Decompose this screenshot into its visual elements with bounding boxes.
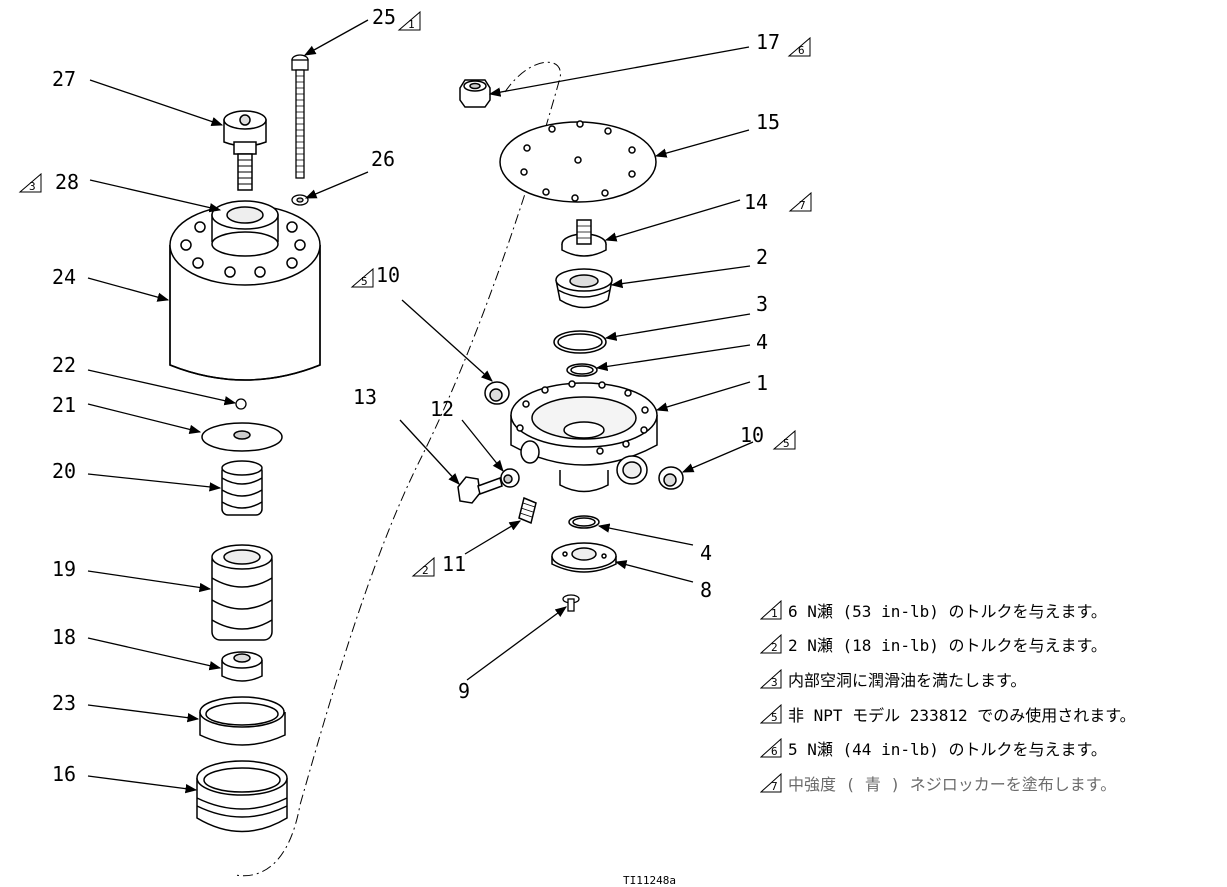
warning-mark-10-left: 5	[350, 267, 374, 288]
note-6: 6 5 N瀬 (44 in-lb) のトルクを与えます。	[760, 735, 1107, 761]
part-fitting-10-left	[484, 381, 510, 405]
svg-text:7: 7	[799, 199, 806, 212]
warning-triangle-icon: 2	[760, 634, 782, 654]
part-button-18	[221, 651, 263, 682]
note-3: 3 内部空洞に潤滑油を満たします。	[760, 666, 1026, 692]
part-inner-spring-20	[221, 460, 263, 516]
note-7: 7 中強度 ( 青 ) ネジロッカーを塗布します。	[760, 770, 1116, 796]
warning-mark-25: 1	[397, 10, 421, 31]
note-text: 中強度 ( 青 ) ネジロッカーを塗布します。	[788, 775, 1117, 794]
part-outer-spring-19	[211, 544, 273, 641]
part-diaphragm-15	[499, 120, 657, 203]
part-long-screw-25	[291, 54, 309, 179]
part-valve-2	[555, 268, 613, 309]
part-bushing-12	[500, 468, 520, 488]
svg-text:5: 5	[771, 711, 778, 724]
part-bolt-13	[457, 476, 503, 504]
note-1: 1 6 N瀬 (53 in-lb) のトルクを与えます。	[760, 597, 1107, 623]
svg-text:2: 2	[771, 641, 778, 654]
label-27: 28	[55, 170, 79, 194]
part-bottom-cap-16	[196, 760, 288, 833]
label-3: 3	[756, 292, 768, 316]
note-text: 5 N瀬 (44 in-lb) のトルクを与えます。	[788, 740, 1107, 759]
label-19: 19	[52, 557, 76, 581]
warning-triangle-icon: 3	[760, 669, 782, 689]
part-o-ring-4-lower	[568, 515, 600, 529]
warning-mark-11: 2	[411, 556, 435, 577]
svg-text:1: 1	[771, 607, 778, 620]
part-spring-housing-24	[169, 200, 321, 381]
label-2: 2	[756, 245, 768, 269]
part-ball-22	[235, 398, 247, 410]
label-21: 21	[52, 393, 76, 417]
label-26: 26	[371, 147, 395, 171]
label-23: 23	[52, 691, 76, 715]
label-17: 17	[756, 30, 780, 54]
label-10-right: 10	[740, 423, 764, 447]
part-nut-17	[459, 79, 491, 108]
note-text: 非 NPT モデル 233812 でのみ使用されます。	[788, 706, 1136, 725]
part-fitting-10-right	[658, 466, 684, 490]
note-2: 2 2 N瀬 (18 in-lb) のトルクを与えます。	[760, 631, 1107, 657]
part-spring-seat-21	[201, 422, 283, 452]
svg-text:3: 3	[29, 180, 36, 193]
svg-text:6: 6	[771, 745, 778, 758]
label-15: 15	[756, 110, 780, 134]
label-14: 14	[744, 190, 768, 214]
label-10-left: 10	[376, 263, 400, 287]
part-plug-11	[518, 496, 537, 525]
svg-text:2: 2	[422, 564, 429, 577]
warning-triangle-icon: 7	[760, 773, 782, 793]
routing-line	[234, 61, 561, 877]
label-20: 20	[52, 459, 76, 483]
note-text: 6 N瀬 (53 in-lb) のトルクを与えます。	[788, 602, 1107, 621]
part-screw-9	[562, 594, 580, 612]
warning-mark-27: 3	[18, 172, 42, 193]
part-o-ring-4-upper	[566, 363, 598, 377]
label-1: 1	[756, 371, 768, 395]
svg-text:5: 5	[361, 275, 368, 288]
svg-text:5: 5	[783, 437, 790, 450]
part-ring-23	[199, 696, 286, 746]
part-body-1	[510, 380, 658, 493]
label-18: 18	[52, 625, 76, 649]
part-washer-26	[291, 194, 309, 206]
svg-text:3: 3	[771, 676, 778, 689]
label-12: 12	[430, 397, 454, 421]
svg-text:7: 7	[771, 780, 778, 793]
label-4-lower: 4	[700, 541, 712, 565]
note-text: 2 N瀬 (18 in-lb) のトルクを与えます。	[788, 636, 1107, 655]
warning-triangle-icon: 1	[760, 600, 782, 620]
svg-text:6: 6	[798, 44, 805, 57]
label-13: 13	[353, 385, 377, 409]
drawing-code: TI11248a	[623, 874, 676, 887]
warning-mark-17: 6	[787, 36, 811, 57]
label-25: 25	[372, 5, 396, 29]
part-stem-14	[561, 219, 607, 257]
label-16: 16	[52, 762, 76, 786]
label-8: 8	[700, 578, 712, 602]
label-28: 27	[52, 67, 76, 91]
label-11: 11	[442, 552, 466, 576]
warning-mark-14: 7	[788, 191, 812, 212]
part-o-ring-3	[553, 330, 607, 354]
note-5: 5 非 NPT モデル 233812 でのみ使用されます。	[760, 701, 1136, 727]
warning-triangle-icon: 6	[760, 738, 782, 758]
note-text: 内部空洞に潤滑油を満たします。	[788, 671, 1027, 690]
warning-mark-10-right: 5	[772, 429, 796, 450]
svg-text:1: 1	[408, 18, 415, 31]
part-cover-8	[551, 542, 617, 573]
label-4-upper: 4	[756, 330, 768, 354]
warning-triangle-icon: 5	[760, 704, 782, 724]
part-cap-screw-28	[223, 110, 267, 191]
label-22: 22	[52, 353, 76, 377]
label-24: 24	[52, 265, 76, 289]
label-9: 9	[458, 679, 470, 703]
leader-lines	[87, 19, 754, 794]
